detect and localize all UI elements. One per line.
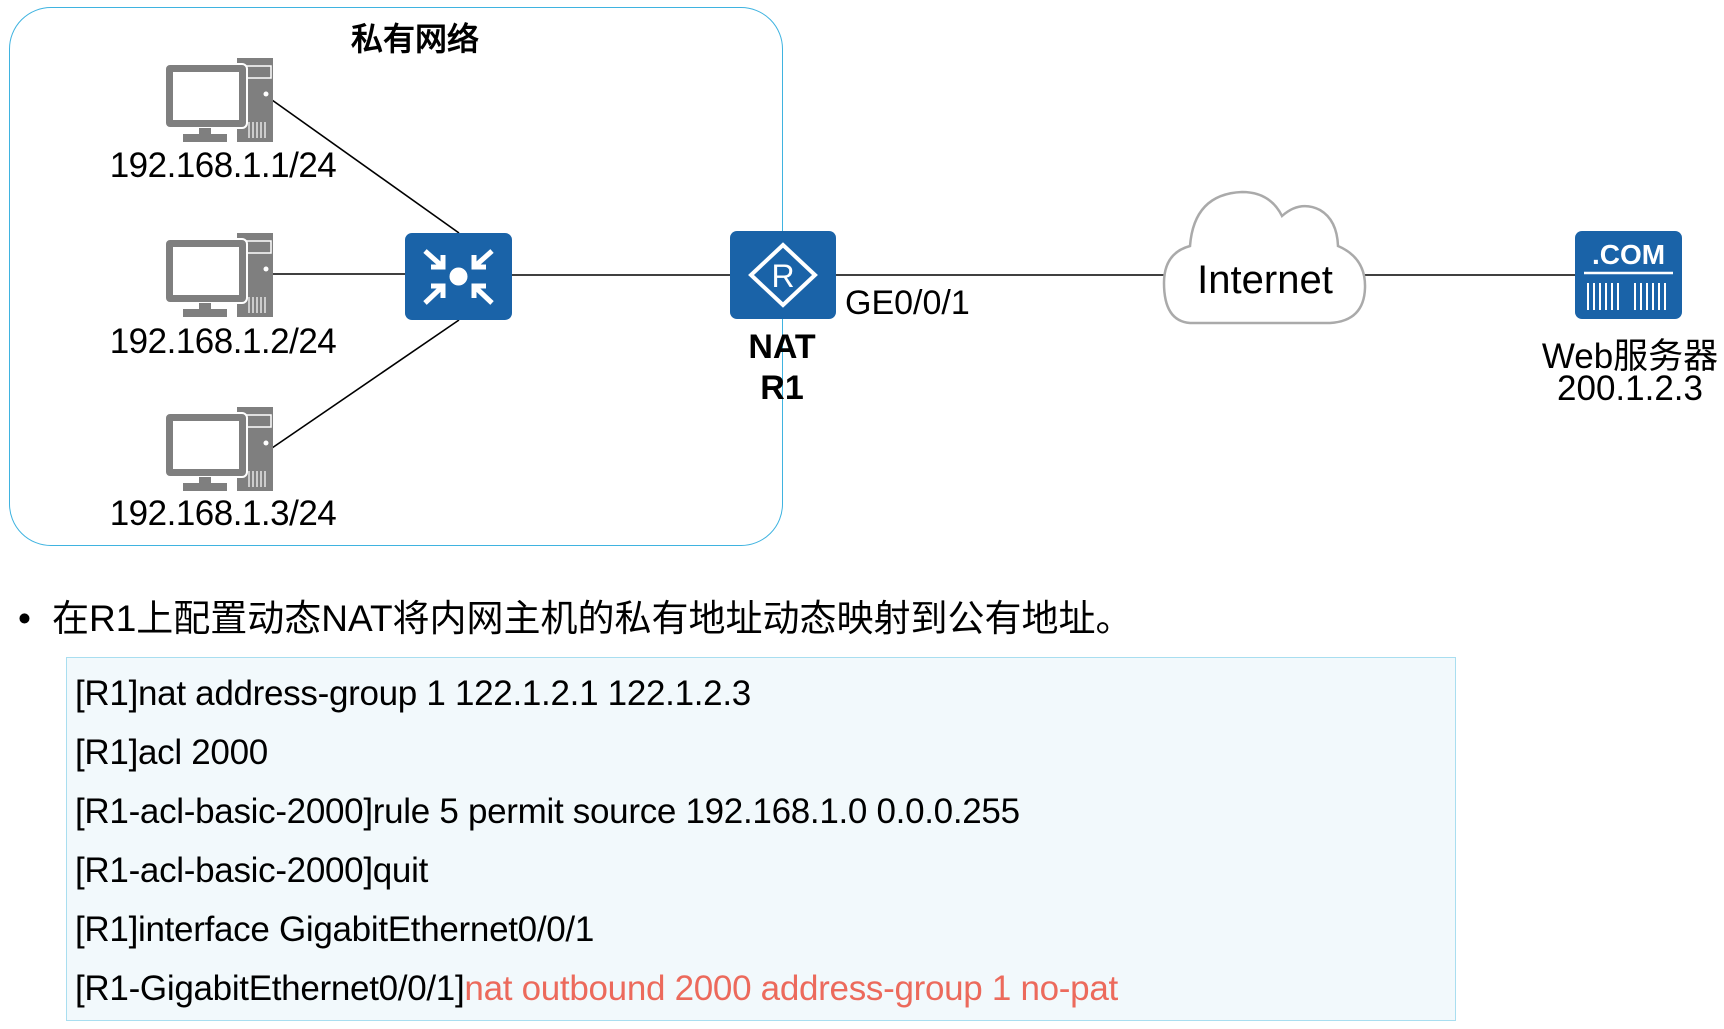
code-text: [R1-acl-basic-2000]rule 5 permit source … (75, 792, 1020, 831)
internet-cloud-icon (1162, 190, 1367, 325)
code-line: [R1-acl-basic-2000]rule 5 permit source … (75, 792, 1020, 832)
interface-label: GE0/0/1 (845, 284, 970, 322)
web-server-icon: .COM (1575, 231, 1682, 319)
code-line: [R1]interface GigabitEthernet0/0/1 (75, 910, 594, 950)
host-ip-label: 192.168.1.1/24 (109, 146, 337, 185)
network-links (271, 99, 1575, 449)
server-ip-label: 200.1.2.3 (1557, 369, 1703, 408)
host-ip-label: 192.168.1.2/24 (109, 322, 337, 361)
code-line: [R1]acl 2000 (75, 733, 268, 773)
switch-icon (405, 233, 512, 320)
bullet-mark: • (18, 598, 31, 639)
pc-icon (165, 58, 273, 142)
pc-icon (165, 233, 273, 317)
code-text: [R1]nat address-group 1 122.1.2.1 122.1.… (75, 674, 751, 713)
zone-title: 私有网络 (350, 21, 479, 57)
link-pc1-switch (271, 99, 460, 234)
pc-icon (165, 407, 273, 491)
router-role-label: NAT (748, 328, 816, 366)
internet-label: Internet (1197, 258, 1333, 302)
description-text: 在R1上配置动态NAT将内网主机的私有地址动态映射到公有地址。 (52, 598, 1133, 639)
code-line: [R1-acl-basic-2000]quit (75, 851, 428, 891)
code-text: [R1]acl 2000 (75, 733, 268, 772)
router-name-label: R1 (760, 369, 804, 407)
code-highlight-text: nat outbound 2000 address-group 1 no-pat (464, 969, 1118, 1008)
code-text: [R1-acl-basic-2000]quit (75, 851, 428, 890)
host-ip-label: 192.168.1.3/24 (109, 494, 337, 533)
link-pc3-switch (271, 319, 460, 449)
description-bullet: • 在R1上配置动态NAT将内网主机的私有地址动态映射到公有地址。 (18, 588, 1133, 642)
code-line: [R1-GigabitEthernet0/0/1]nat outbound 20… (75, 969, 1118, 1009)
router-letter: R (771, 258, 794, 294)
server-name-label: Web服务器 (1541, 337, 1719, 376)
code-line: [R1]nat address-group 1 122.1.2.1 122.1.… (75, 674, 751, 714)
config-code-box: [R1]nat address-group 1 122.1.2.1 122.1.… (66, 657, 1456, 1021)
code-text: [R1]interface GigabitEthernet0/0/1 (75, 910, 595, 949)
router-icon: R (730, 231, 836, 319)
code-text: [R1-GigabitEthernet0/0/1] (75, 969, 465, 1008)
server-badge: .COM (1592, 239, 1665, 270)
